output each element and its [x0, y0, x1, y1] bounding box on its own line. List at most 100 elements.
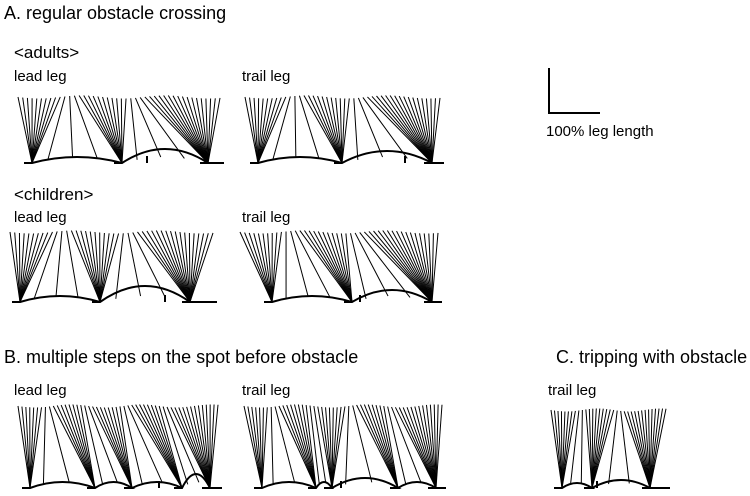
steps-lead-panel-stick [205, 404, 211, 489]
steps-lead-panel-foot-trajectory [22, 473, 222, 489]
children-trail-panel-stick [359, 232, 411, 298]
children-trail-panel-stick [368, 231, 433, 303]
steps-trail-panel-stick [367, 404, 399, 489]
adults-lead-panel-stick [78, 95, 123, 164]
children-trail-panel-stick [419, 233, 433, 303]
steps-lead-panel-stick [135, 404, 183, 489]
children-lead-panel-stick [184, 232, 191, 303]
adults-trail-panel-stick [431, 97, 441, 164]
steps-trail-panel-stick [293, 404, 317, 489]
tripping-trail-panel-stick [561, 411, 566, 489]
adults-lead-panel-stick [177, 95, 209, 164]
children-lead-panel-stick [189, 233, 209, 303]
children-lead-panel-stick [19, 231, 53, 303]
children-lead-panel-stick [179, 231, 191, 303]
adults-trail-panel-stick [353, 98, 359, 160]
steps-lead-panel-stick [154, 405, 183, 489]
steps-lead-panel-stick [178, 407, 211, 489]
adults-trail-panel-stick [257, 98, 269, 164]
tripping-trail-panel-stick [649, 408, 667, 489]
steps-trail-panel-stick [360, 404, 399, 489]
tripping-trail-panel-stick [634, 411, 651, 489]
children-lead-panel-stick [19, 233, 25, 303]
adults-trail-panel-stick [341, 98, 350, 164]
children-lead-panel-stick [170, 230, 191, 303]
adults-trail-panel-stick [403, 96, 433, 164]
children-lead-panel-stick [151, 230, 191, 303]
steps-lead-panel-stick [158, 405, 183, 489]
steps-trail-panel-stick [261, 407, 264, 489]
children-lead-panel-stick [19, 233, 39, 303]
children-trail-panel-stick [409, 232, 433, 303]
children-trail-panel-stick [382, 230, 433, 303]
children-lead-panel [9, 230, 217, 303]
steps-lead-panel-stick [174, 407, 211, 489]
steps-lead-panel-stick [17, 405, 31, 489]
children-trail-panel-stick [244, 232, 273, 303]
tripping-trail-panel-stick [591, 408, 597, 489]
steps-lead-panel-stick [60, 404, 96, 489]
steps-lead-panel-stick [115, 406, 133, 489]
adults-lead-panel-stick [22, 97, 33, 164]
children-lead-panel-stick [99, 233, 115, 303]
adults-trail-panel-stick [371, 96, 433, 164]
adults-trail-panel-stick [357, 97, 384, 158]
tripping-trail-panel-stick [648, 409, 651, 489]
children-lead-panel-stick [80, 230, 101, 303]
steps-lead-panel-stick [52, 405, 96, 489]
children-lead-panel-stick [146, 230, 191, 303]
children-lead-panel-stick [70, 230, 101, 303]
steps-lead-panel-stick [190, 406, 211, 489]
adults-lead-panel-stick [83, 95, 123, 164]
steps-lead-panel-stick [68, 404, 96, 489]
children-lead-panel-stick [89, 231, 101, 303]
children-lead-panel-stick [115, 233, 124, 299]
tripping-trail-panel [550, 408, 670, 489]
adults-lead-panel-stick [111, 97, 123, 164]
steps-lead-panel-stick [123, 405, 143, 485]
steps-trail-panel-stick [375, 404, 399, 489]
steps-trail-panel-stick [331, 406, 342, 489]
steps-trail-panel-stick [433, 404, 437, 489]
adults-trail-panel-stick [431, 98, 436, 164]
tripping-trail-panel-stick [591, 408, 608, 489]
steps-trail-panel-stick [371, 404, 399, 489]
children-lead-panel-stick [33, 231, 58, 300]
steps-lead-panel-stick [166, 406, 200, 483]
steps-trail-panel-stick [297, 404, 317, 489]
steps-lead-panel-stick [139, 404, 183, 489]
adults-lead-panel-stick [163, 95, 209, 164]
steps-lead-panel-stick [127, 405, 163, 483]
tripping-trail-panel-stick [623, 411, 651, 489]
steps-trail-panel-stick [429, 404, 437, 489]
adults-lead-panel-stick [181, 96, 209, 164]
adults-lead-panel-stick [92, 95, 123, 164]
steps-trail-panel-stick [422, 405, 437, 489]
steps-trail-panel-stick [331, 406, 346, 489]
steps-lead-panel-stick [95, 406, 133, 489]
children-trail-panel-stick [431, 233, 434, 303]
adults-lead-leg-label: lead leg [14, 68, 67, 85]
children-trail-panel-stick [239, 231, 273, 303]
adults-lead-panel-stick [26, 97, 33, 164]
adults-lead-panel-stick [196, 97, 209, 164]
adults-trail-panel-stick [416, 97, 433, 164]
tripping-trail-panel-stick [649, 408, 657, 489]
tripping-trail-panel-stick [591, 409, 615, 489]
adults-trail-panel-stick [367, 96, 433, 164]
steps-trail-panel-stick [435, 404, 443, 489]
children-trail-panel-stick [391, 230, 433, 303]
children-trail-panel-stick [414, 232, 433, 303]
tripping-trail-panel-stick [641, 410, 651, 489]
steps-trail-panel-foot-trajectory [254, 477, 446, 489]
steps-trail-panel-stick [325, 407, 333, 489]
steps-lead-panel-stick [162, 406, 189, 485]
adults-trail-panel-stick [389, 95, 433, 164]
adults-trail-panel-stick [303, 95, 343, 164]
adults-lead-panel-stick [207, 97, 221, 164]
steps-trail-panel-stick [379, 405, 399, 489]
children-lead-panel-stick [174, 231, 191, 303]
children-lead-panel-stick [18, 232, 21, 303]
steps-trail-panel-stick [243, 405, 263, 489]
